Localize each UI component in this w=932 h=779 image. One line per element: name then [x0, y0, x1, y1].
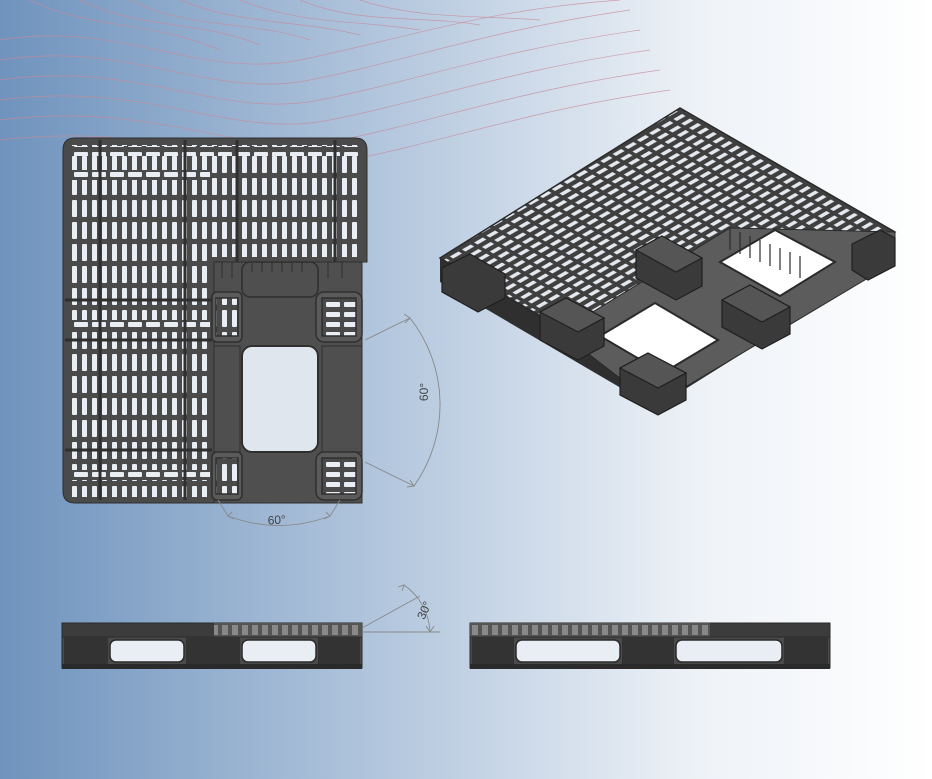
- top-view-angle-label-bottom: 60°: [267, 512, 286, 527]
- side-short-block-3: [784, 637, 828, 665]
- iso-feet: [441, 229, 896, 416]
- iso-opening-2: [717, 228, 838, 298]
- top-view-feet: [211, 291, 363, 501]
- side-short-opening-1: [515, 639, 621, 663]
- top-view-center-opening: [241, 345, 319, 453]
- top-view-angle-label-right: 60°: [417, 383, 431, 401]
- side-short-opening-2: [675, 639, 783, 663]
- side-short-block-1: [472, 637, 514, 665]
- top-view-slot-row-2: [70, 170, 210, 180]
- side-long-block-1: [64, 637, 108, 665]
- side-long-opening-2: [241, 639, 317, 663]
- side-long-block-2: [186, 637, 240, 665]
- side-short-block-2: [622, 637, 674, 665]
- side-long-block-3: [318, 637, 360, 665]
- top-view-left-opening: [213, 345, 241, 453]
- top-view: [62, 137, 368, 504]
- side-view-dimension: [361, 584, 440, 633]
- iso-foot-6: [441, 253, 506, 313]
- isometric-view: [438, 107, 897, 416]
- top-view-right-opening: [321, 345, 363, 453]
- top-view-slot-row-1: [70, 146, 360, 156]
- side-long-opening-1: [109, 639, 185, 663]
- side-view-long: [61, 622, 363, 669]
- side-view-short: [469, 622, 831, 669]
- top-view-slot-grid-upper: [70, 145, 360, 257]
- top-view-slot-grid-left: [70, 257, 210, 497]
- top-view-slot-row-3: [70, 320, 210, 330]
- iso-foot-5: [851, 229, 896, 281]
- top-view-slot-row-4: [70, 470, 210, 480]
- top-view-dimension-right: [364, 313, 441, 488]
- top-view-dimension-bottom: [217, 499, 341, 526]
- top-view-upper-opening: [241, 261, 319, 298]
